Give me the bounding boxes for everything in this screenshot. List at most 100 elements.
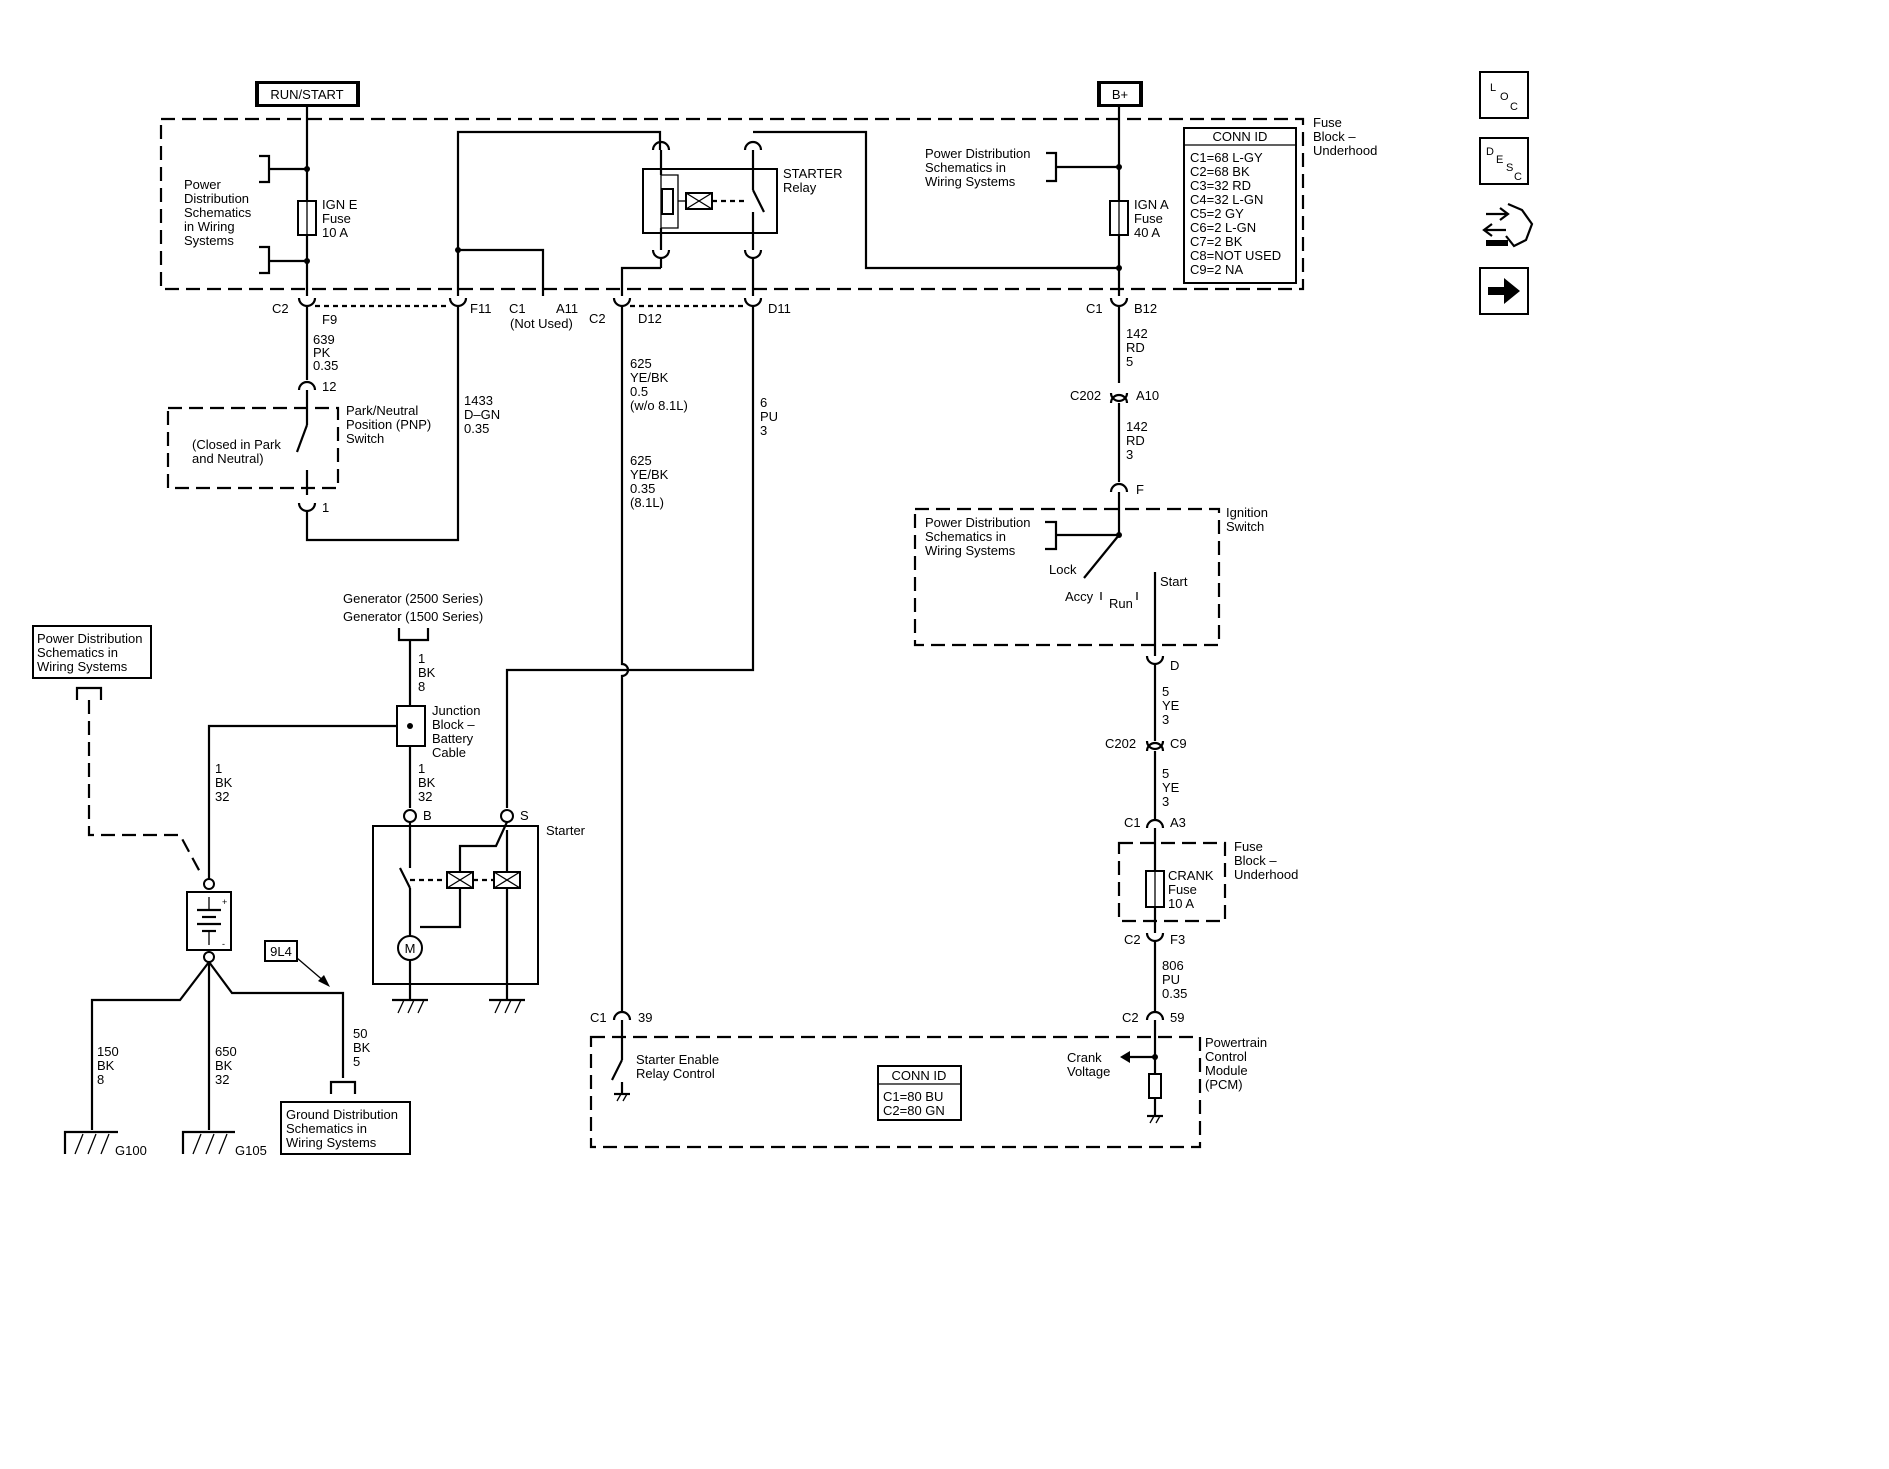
fuse-block-label: Fuse Block – Underhood (1313, 115, 1377, 158)
conn-f11: F11 (470, 301, 491, 316)
generator-1500-label: Generator (1500 Series) (343, 609, 483, 624)
crank-voltage-arrow (1120, 1051, 1130, 1063)
ground-g105-label: G105 (235, 1143, 267, 1158)
wire-1433 (305, 306, 460, 542)
pnp-switch-label: Park/Neutral Position (PNP) Switch (346, 403, 435, 446)
conn-c2-f3: C2 (1124, 932, 1141, 947)
ignition-switch-blade (1083, 534, 1120, 579)
conn-d11: D11 (768, 301, 791, 316)
wire-1bk32a-label: 1 BK 32 (215, 761, 236, 804)
wire-142b-label: 142 RD 3 (1126, 419, 1151, 462)
ignition-switch-label: Ignition Switch (1226, 505, 1272, 534)
conn-pcm-59: 59 (1170, 1010, 1184, 1025)
ign-lock-label: Lock (1049, 562, 1077, 577)
svg-text:E: E (1496, 154, 1503, 166)
starter-b-terminal: B (423, 808, 432, 823)
wire-142a-label: 142 RD 5 (1126, 326, 1151, 369)
location-button[interactable]: L O C (1479, 71, 1529, 119)
connector-end-view-icon[interactable] (1480, 198, 1536, 250)
conn-a3: A3 (1170, 815, 1186, 830)
conn-c2-d12: C2 (589, 311, 606, 326)
conn-f9: F9 (322, 312, 337, 327)
pcm-conn-id-table: CONN ID C1=80 BU C2=80 GN (877, 1065, 962, 1121)
right-arrow-icon (1488, 278, 1520, 304)
svg-text:O: O (1500, 91, 1509, 103)
generator-2500-label: Generator (2500 Series) (343, 591, 483, 606)
conn-c2-f9: C2 (272, 301, 289, 316)
conn-ign-f: F (1136, 482, 1144, 497)
b-plus-source: B+ (1097, 81, 1143, 120)
pds-left-label: Power Distribution Schematics in Wiring … (184, 177, 255, 248)
conn-a10: A10 (1136, 388, 1159, 403)
wire-1433-label: 1433 D–GN 0.35 (464, 393, 504, 436)
wire-1bk32b-label: 1 BK 32 (418, 761, 439, 804)
wire-50 (208, 961, 345, 1078)
svg-text:C: C (1510, 101, 1518, 113)
svg-text:-: - (222, 939, 225, 949)
pnp-switch-note: (Closed in Park and Neutral) (192, 437, 285, 466)
wire-639-label: 639 PK 0.35 (313, 332, 338, 373)
wire-5b-label: 5 YE 3 (1162, 766, 1183, 809)
run-start-label: RUN/START (270, 87, 343, 102)
svg-text:L: L (1490, 82, 1496, 94)
pnp-switch-blade (295, 424, 309, 453)
junction-block-label: Junction Block – Battery Cable (432, 703, 484, 760)
starting-system-schematic: RUN/START B+ Fuse Block – Underhood Powe… (32, 71, 1536, 1158)
starter-ground-symbols (392, 998, 525, 1014)
crank-voltage-label: Crank Voltage (1067, 1050, 1110, 1079)
b-plus-label: B+ (1112, 87, 1128, 102)
description-button[interactable]: D E S C (1479, 137, 1529, 185)
conn-c202-c9: C202 (1105, 736, 1136, 751)
wire-625b-label: 625 YE/BK 0.35 (8.1L) (630, 453, 672, 510)
wire-150-label: 150 BK 8 (97, 1044, 122, 1087)
svg-text:S: S (1506, 162, 1513, 174)
a11-jumper-wire (458, 248, 545, 296)
conn-id-title: CONN ID (1213, 129, 1268, 144)
conn-a11: A11 (556, 301, 578, 316)
ref-tag-label: 9L4 (270, 944, 292, 959)
wire-1bk8-label: 1 BK 8 (418, 651, 439, 694)
conn-ign-d: D (1170, 658, 1179, 673)
conn-c1-a11: C1 (509, 301, 526, 316)
starter-motor: M (372, 809, 539, 1000)
starter-relay-label: STARTER Relay (783, 166, 846, 195)
starter-enable-label: Starter Enable Relay Control (636, 1052, 723, 1081)
crank-fuse-block-outline (1117, 841, 1227, 923)
ground-distribution-box: Ground Distribution Schematics in Wiring… (280, 1080, 411, 1155)
conn-pcm-c1: C1 (590, 1010, 607, 1025)
relay-switch-feed-wire (753, 130, 1119, 270)
ign-run-label: Run (1109, 596, 1133, 611)
conn-id-list: C1=68 L-GY C2=68 BK C3=32 RD C4=32 L-GN … (1190, 150, 1285, 277)
fuse-block-outline (159, 117, 1305, 291)
ign-a-fuse-label: IGN A Fuse 40 A (1134, 197, 1172, 240)
conn-a11-not-used: (Not Used) (510, 316, 573, 331)
ignition-pds-label: Power Distribution Schematics in Wiring … (925, 515, 1034, 558)
next-page-arrow-button[interactable] (1479, 267, 1529, 315)
pds-right-bracket (1046, 151, 1058, 183)
starter-s-terminal: S (520, 808, 529, 823)
pcm-conn-id-title: CONN ID (892, 1068, 947, 1083)
ground-g105: G105 (181, 1130, 267, 1158)
ignition-switch-outline (913, 507, 1221, 647)
battery: + - (186, 878, 232, 963)
conn-c1-b12: C1 (1086, 301, 1103, 316)
svg-text:C: C (1514, 171, 1522, 183)
relay-to-d12-wire (620, 266, 661, 296)
starter-enable-switch (611, 1059, 623, 1081)
wire-806-label: 806 PU 0.35 (1162, 958, 1187, 1001)
connector-row (297, 297, 1129, 308)
wire-6 (505, 306, 755, 808)
crank-fuse-block-label: Fuse Block – Underhood (1234, 839, 1298, 882)
power-dist-box-label: Power Distribution Schematics in Wiring … (37, 631, 146, 674)
svg-text:+: + (222, 897, 227, 907)
motor-m-label: M (405, 941, 416, 956)
conn-b12: B12 (1134, 301, 1157, 316)
conn-pnp-1: 1 (322, 500, 329, 515)
conn-pcm-c2: C2 (1122, 1010, 1139, 1025)
pcm-outline (589, 1035, 1202, 1149)
wire-5a-label: 5 YE 3 (1162, 684, 1183, 727)
wire-50-label: 50 BK 5 (353, 1026, 374, 1069)
wire-1bk-battery (207, 724, 397, 880)
fuse-block-conn-id-table: CONN ID C1=68 L-GY C2=68 BK C3=32 RD C4=… (1183, 127, 1297, 284)
run-start-source: RUN/START (255, 81, 360, 120)
